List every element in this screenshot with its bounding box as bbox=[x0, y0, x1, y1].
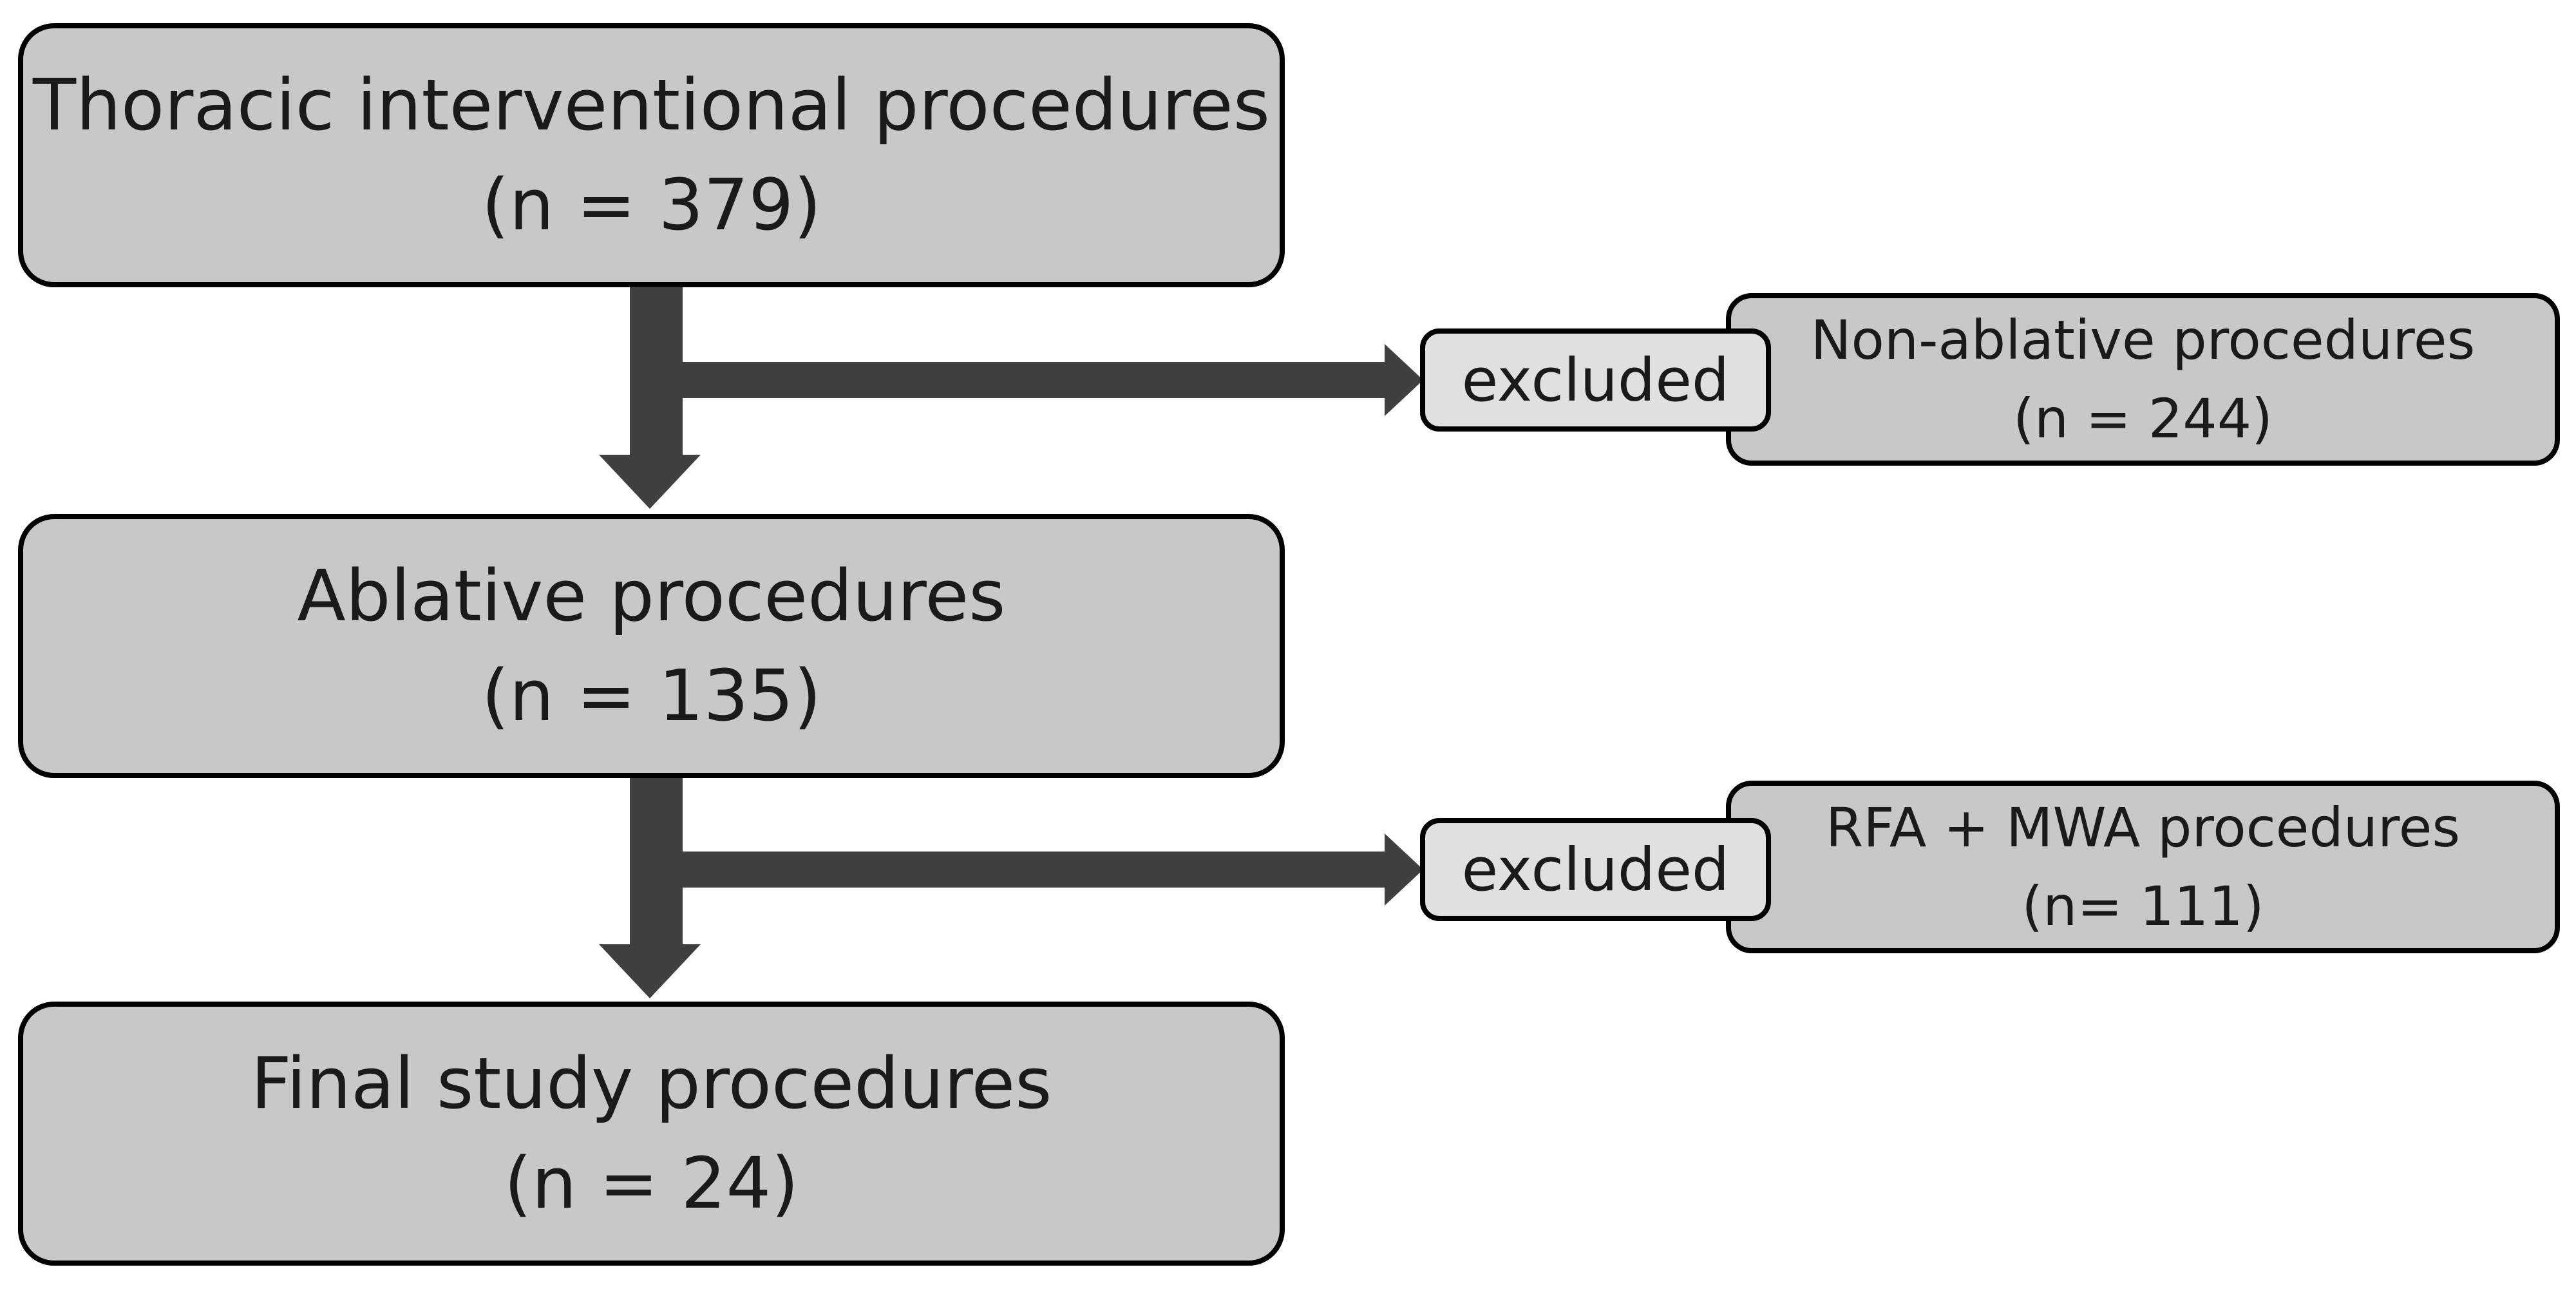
exclusion-title: RFA + MWA procedures bbox=[1825, 796, 2461, 859]
down-arrow-1-head bbox=[599, 455, 701, 509]
step-title: Ablative procedures bbox=[297, 555, 1006, 637]
step-count: (n = 24) bbox=[504, 1142, 799, 1224]
down-arrow-1 bbox=[599, 283, 701, 509]
exclusion-count: (n = 244) bbox=[2013, 387, 2273, 450]
exclusion-count: (n= 111) bbox=[2022, 875, 2264, 938]
excluded-tag-1: excluded bbox=[1420, 328, 1771, 432]
down-arrow-2-shaft bbox=[630, 774, 683, 947]
exclusion-title: Non-ablative procedures bbox=[1810, 309, 2476, 372]
branch-arrow-2 bbox=[681, 833, 1423, 906]
step-box-ablative: Ablative procedures (n = 135) bbox=[18, 514, 1285, 778]
branch-arrow-1-head bbox=[1385, 344, 1423, 416]
step-count: (n = 379) bbox=[481, 164, 822, 246]
down-arrow-2 bbox=[599, 774, 701, 998]
exclusion-box-non-ablative: Non-ablative procedures (n = 244) bbox=[1726, 293, 2560, 466]
down-arrow-1-shaft bbox=[630, 283, 683, 459]
down-arrow-2-head bbox=[599, 944, 701, 998]
step-title: Thoracic interventional procedures bbox=[32, 64, 1271, 146]
step-box-thoracic-interventional: Thoracic interventional procedures (n = … bbox=[18, 23, 1285, 287]
step-box-final-study: Final study procedures (n = 24) bbox=[18, 1002, 1285, 1266]
exclusion-box-rfa-mwa: RFA + MWA procedures (n= 111) bbox=[1726, 781, 2560, 953]
branch-arrow-1 bbox=[681, 344, 1423, 416]
step-title: Final study procedures bbox=[251, 1042, 1052, 1125]
branch-arrow-1-shaft bbox=[681, 362, 1388, 398]
excluded-tag-2: excluded bbox=[1420, 818, 1771, 921]
branch-arrow-2-head bbox=[1385, 833, 1423, 906]
branch-arrow-2-shaft bbox=[681, 852, 1388, 888]
step-count: (n = 135) bbox=[481, 654, 822, 737]
